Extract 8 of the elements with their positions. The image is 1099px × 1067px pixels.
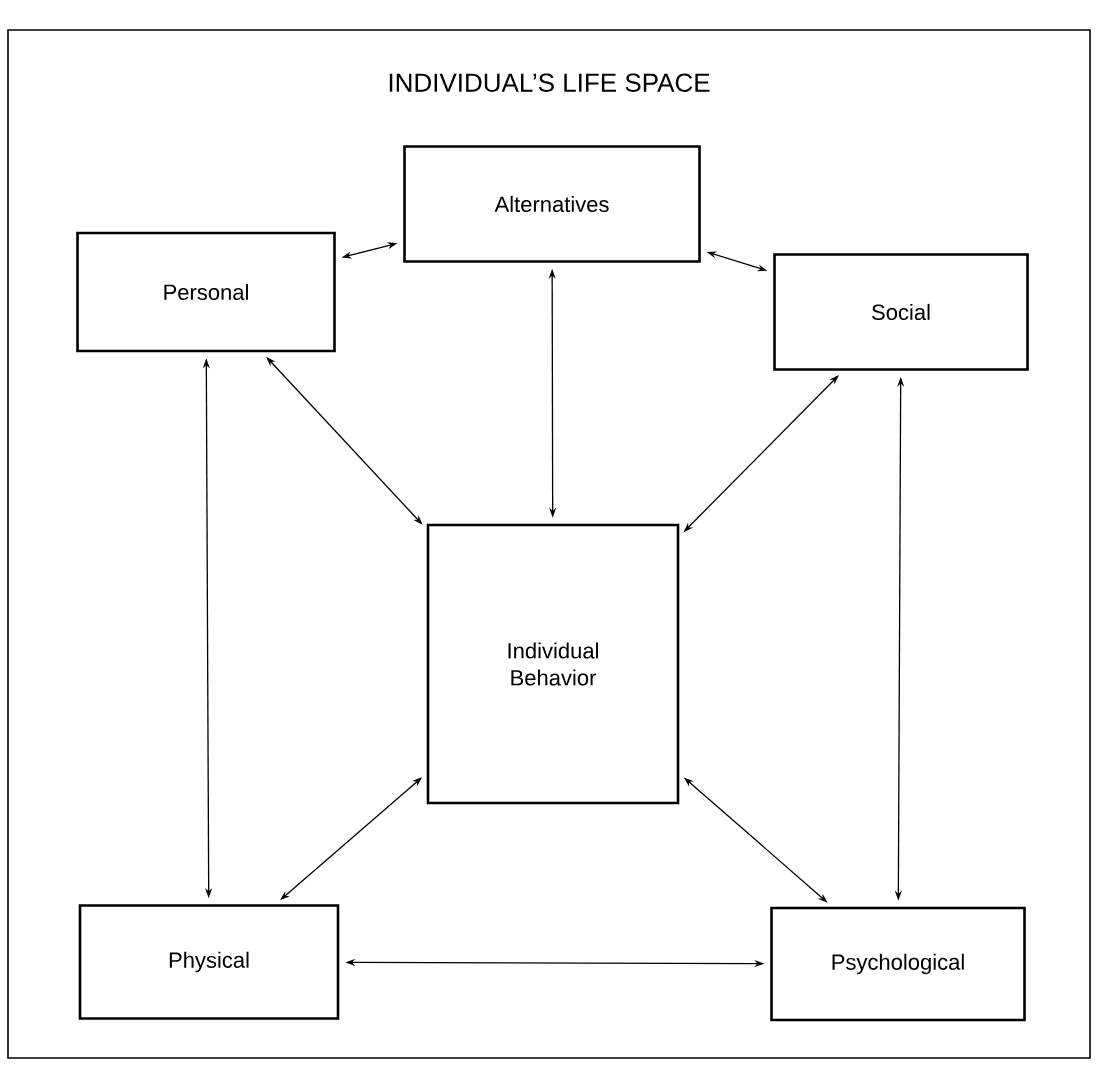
factor-box: Social <box>773 253 1029 371</box>
title: INDIVIDUAL’S LIFE SPACE <box>389 73 710 92</box>
alternatives-box: Alternatives <box>403 145 701 263</box>
factor-box: Personal <box>76 231 336 353</box>
factor-box: Physical <box>78 904 340 1020</box>
factor-box: Psychological <box>770 906 1026 1022</box>
frame <box>7 29 1091 1059</box>
behavior-box: Individual Behavior <box>426 523 680 805</box>
